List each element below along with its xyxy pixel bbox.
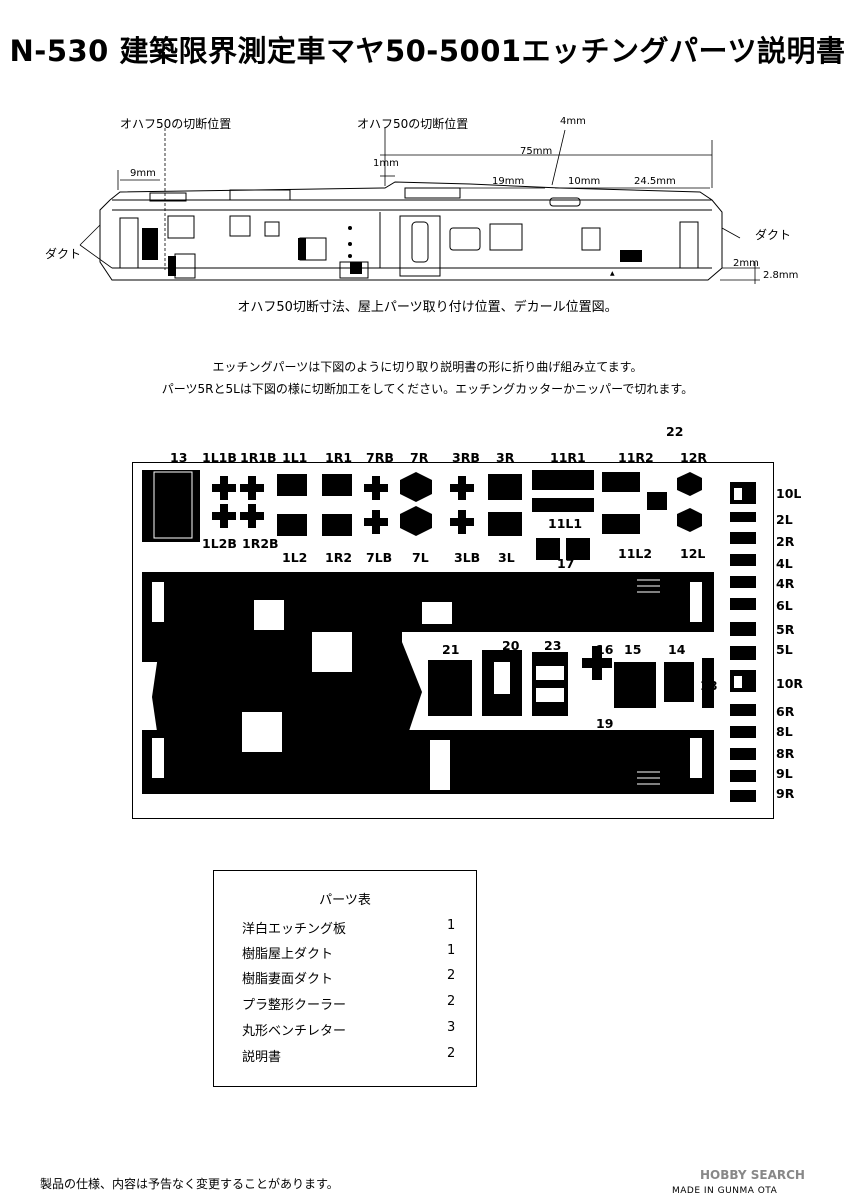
part-label-7LB: 7LB bbox=[366, 550, 393, 565]
part-label-17: 17 bbox=[557, 556, 575, 571]
watermark-logo: HOBBY SEARCH bbox=[700, 1168, 805, 1182]
dim-1mm: 1mm bbox=[373, 158, 399, 169]
part-qty: 2 bbox=[447, 968, 456, 983]
part-name: 丸形ベンチレター bbox=[242, 1024, 347, 1039]
part-qty: 2 bbox=[447, 994, 456, 1009]
dim-2-8mm: 2.8mm bbox=[763, 270, 799, 281]
part-qty: 3 bbox=[447, 1020, 456, 1035]
part-label-3L: 3L bbox=[498, 550, 515, 565]
part-name: 樹脂屋上ダクト bbox=[242, 947, 334, 962]
part-label-1L1: 1L1 bbox=[282, 450, 308, 465]
part-label-3LB: 3LB bbox=[454, 550, 481, 565]
svg-text:▲: ▲ bbox=[610, 270, 615, 277]
part-label-12R: 12R bbox=[680, 450, 708, 465]
part-label-19: 19 bbox=[596, 716, 614, 731]
document-title: N-530 建築限界測定車マヤ50-5001エッチングパーツ説明書 bbox=[9, 34, 846, 68]
parts-row: 樹脂屋上ダクト 1 bbox=[242, 943, 467, 962]
parts-row: 洋白エッチング板 1 bbox=[242, 918, 467, 937]
part-qty: 1 bbox=[447, 918, 456, 933]
part-label-11L1: 11L1 bbox=[548, 516, 583, 531]
instruction-line-2: パーツ5Rと5Lは下図の様に切断加工をしてください。エッチングカッターかニッパー… bbox=[161, 382, 694, 396]
part-label-20: 20 bbox=[502, 638, 520, 653]
part-label-4R: 4R bbox=[776, 576, 795, 591]
part-label-7RB: 7RB bbox=[366, 450, 394, 465]
diagram-caption: オハフ50切断寸法、屋上パーツ取り付け位置、デカール位置図。 bbox=[237, 300, 618, 315]
dim-24-5mm: 24.5mm bbox=[634, 176, 676, 187]
part-label-9L: 9L bbox=[776, 766, 793, 781]
part-label-5L: 5L bbox=[776, 642, 793, 657]
duct-label-right: ダクト bbox=[755, 228, 792, 242]
part-label-1R2B: 1R2B bbox=[242, 536, 279, 551]
dim-19mm: 19mm bbox=[492, 176, 525, 187]
dim-9mm: 9mm bbox=[130, 168, 156, 179]
instruction-line-1: エッチングパーツは下図のように切り取り説明書の形に折り曲げ組み立てます。 bbox=[212, 360, 643, 374]
dim-75mm: 75mm bbox=[520, 146, 553, 157]
part-label-2L: 2L bbox=[776, 512, 793, 527]
part-label-11L2: 11L2 bbox=[618, 546, 653, 561]
part-label-1R2: 1R2 bbox=[325, 550, 353, 565]
part-label-2R: 2R bbox=[776, 534, 795, 549]
part-label-3R: 3R bbox=[496, 450, 515, 465]
part-label-18: 18 bbox=[700, 678, 718, 693]
etching-sheet bbox=[132, 462, 774, 819]
part-label-4L: 4L bbox=[776, 556, 793, 571]
part-label-8L: 8L bbox=[776, 724, 793, 739]
part-label-1L2B: 1L2B bbox=[202, 536, 237, 551]
part-label-6R: 6R bbox=[776, 704, 795, 719]
part-label-12L: 12L bbox=[680, 546, 706, 561]
part-label-8R: 8R bbox=[776, 746, 795, 761]
part-label-10R: 10R bbox=[776, 676, 804, 691]
part-label-15: 15 bbox=[624, 642, 642, 657]
part-label-3RB: 3RB bbox=[452, 450, 480, 465]
part-label-1L2: 1L2 bbox=[282, 550, 308, 565]
parts-row: プラ整形クーラー 2 bbox=[242, 994, 467, 1013]
part-name: 洋白エッチング板 bbox=[242, 922, 347, 937]
part-label-1L1B: 1L1B bbox=[202, 450, 237, 465]
part-label-23: 23 bbox=[544, 638, 562, 653]
part-label-11R2: 11R2 bbox=[618, 450, 654, 465]
part-label-16: 16 bbox=[596, 642, 614, 657]
part-label-7L: 7L bbox=[412, 550, 429, 565]
cut-position-label-left: オハフ50の切断位置 bbox=[120, 117, 232, 131]
part-label-10L: 10L bbox=[776, 486, 802, 501]
part-label-6L: 6L bbox=[776, 598, 793, 613]
etching-sheet-parts bbox=[142, 470, 756, 802]
part-label-21: 21 bbox=[442, 642, 460, 657]
dim-10mm: 10mm bbox=[568, 176, 601, 187]
car-side-drawing: ▲ bbox=[79, 128, 760, 284]
part-label-1R1: 1R1 bbox=[325, 450, 353, 465]
parts-row: 樹脂妻面ダクト 2 bbox=[242, 968, 467, 987]
part-name: 説明書 bbox=[242, 1050, 282, 1065]
part-label-13: 13 bbox=[170, 450, 188, 465]
footer-notice: 製品の仕様、内容は予告なく変更することがあります。 bbox=[40, 1177, 339, 1191]
dim-4mm: 4mm bbox=[560, 116, 586, 127]
parts-table-header: パーツ表 bbox=[319, 893, 371, 908]
parts-row: 丸形ベンチレター 3 bbox=[242, 1020, 467, 1039]
part-label-5R: 5R bbox=[776, 622, 795, 637]
duct-label-left: ダクト bbox=[45, 247, 82, 261]
parts-row: 説明書 2 bbox=[242, 1046, 467, 1065]
part-label-9R: 9R bbox=[776, 786, 795, 801]
part-name: プラ整形クーラー bbox=[242, 998, 347, 1013]
part-label-11R1: 11R1 bbox=[550, 450, 586, 465]
made-in-label: MADE IN GUNMA OTA bbox=[672, 1186, 778, 1196]
parts-table: パーツ表 洋白エッチング板 1 樹脂屋上ダクト 1 樹脂妻面ダクト 2 プラ整形… bbox=[213, 870, 477, 1087]
cut-position-label-center: オハフ50の切断位置 bbox=[357, 117, 469, 131]
part-name: 樹脂妻面ダクト bbox=[242, 972, 334, 987]
part-label-22: 22 bbox=[666, 424, 684, 439]
part-qty: 1 bbox=[447, 943, 456, 958]
part-label-14: 14 bbox=[668, 642, 686, 657]
part-qty: 2 bbox=[447, 1046, 456, 1061]
part-label-7R: 7R bbox=[410, 450, 429, 465]
dim-2mm: 2mm bbox=[733, 258, 759, 269]
part-label-1R1B: 1R1B bbox=[240, 450, 277, 465]
